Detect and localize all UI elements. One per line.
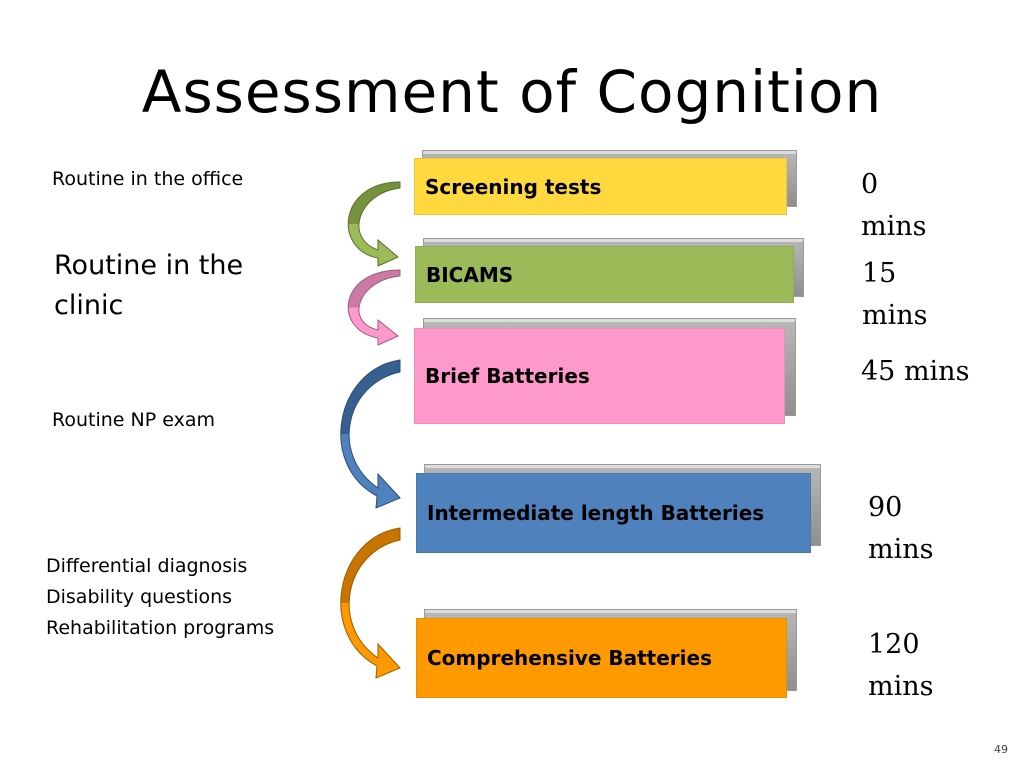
label-routine-clinic: Routine in the clinic (54, 246, 243, 326)
time-intermediate: 90 mins (868, 487, 933, 571)
label-line: Routine NP exam (52, 409, 215, 431)
time-screening: 0 mins (861, 164, 926, 248)
time-line: mins (862, 300, 928, 331)
label-line: Routine in the (54, 250, 244, 281)
box-screening-tests-label: Screening tests (414, 158, 787, 215)
time-brief: 45 mins (861, 351, 969, 393)
slide-title: Assessment of Cognition (141, 58, 883, 126)
time-line: mins (868, 671, 934, 702)
time-line: mins (861, 211, 927, 242)
label-line: Rehabilitation programs (46, 617, 275, 639)
label-routine-np-exam: Routine NP exam (52, 405, 215, 436)
slide-number: 49 (994, 743, 1008, 756)
arrow-icon-green (347, 181, 401, 267)
time-comprehensive: 120 mins (868, 624, 933, 708)
label-line: Disability questions (46, 586, 233, 608)
box-brief-batteries-label: Brief Batteries (414, 328, 785, 424)
label-line: Differential diagnosis (46, 555, 248, 577)
label-line: clinic (54, 290, 124, 321)
label-line: Routine in the office (52, 168, 244, 190)
time-line: 15 (862, 258, 897, 289)
time-line: 120 (868, 629, 920, 660)
arrow-icon-blue (340, 359, 401, 509)
box-intermediate-batteries-label: Intermediate length Batteries (416, 473, 811, 553)
time-line: 0 (861, 169, 879, 200)
box-comprehensive-batteries-label: Comprehensive Batteries (416, 618, 787, 698)
time-line: mins (868, 534, 934, 565)
label-differential-diagnosis: Differential diagnosis Disability questi… (46, 551, 274, 644)
box-bicams-label: BICAMS (415, 246, 794, 303)
arrow-icon-pink (347, 269, 401, 346)
label-routine-office: Routine in the office (52, 164, 243, 195)
time-line: 45 mins (861, 356, 970, 387)
time-bicams: 15 mins (862, 253, 927, 337)
time-line: 90 (868, 492, 903, 523)
arrow-icon-orange (340, 527, 401, 679)
